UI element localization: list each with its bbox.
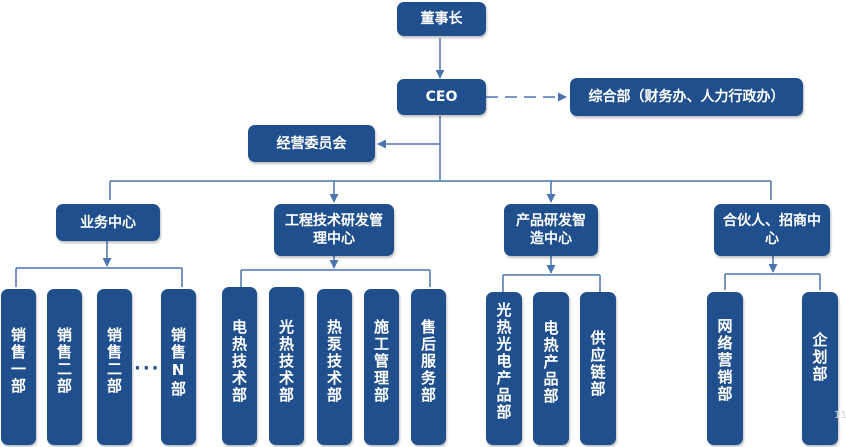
dept-after-sales: 售后服务部 — [411, 289, 446, 445]
engineering-center-box: 工程技术研发管理中心 — [274, 204, 394, 256]
dept-label: 销售二部 — [105, 327, 123, 395]
dept-label: 电热产品部 — [541, 320, 560, 405]
dept-electric-heat-product: 电热产品部 — [533, 292, 569, 445]
general-dept-box: 综合部（财务办、人力行政办） — [570, 78, 803, 116]
chairman-label: 董事长 — [420, 11, 463, 27]
chairman-box: 董事长 — [397, 2, 486, 36]
sales-center-label: 业务中心 — [80, 214, 136, 231]
dept-pv-heat-tech: 光热技术部 — [269, 287, 304, 445]
dept-sales-3: 销售二部 — [97, 289, 132, 445]
dept-label: 供应链部 — [588, 330, 607, 398]
ceo-label: CEO — [425, 89, 458, 105]
dept-supply-chain: 供应链部 — [580, 292, 616, 445]
dept-label: 光热技术部 — [277, 319, 295, 404]
dept-label: 热泵技术部 — [325, 319, 343, 404]
dept-label: 光热光电产品部 — [494, 302, 513, 421]
product-center-box: 产品研发智造中心 — [504, 204, 598, 256]
dept-label: 销售二部 — [55, 327, 73, 395]
dept-heat-pump-tech: 热泵技术部 — [317, 289, 352, 445]
dept-label: 网络营销部 — [715, 318, 734, 403]
dept-label: 企划部 — [810, 332, 829, 383]
dept-label: 销售一部 — [9, 327, 27, 395]
dept-pvt-product: 光热光电产品部 — [486, 292, 522, 445]
dept-sales-n: 销售N部 — [161, 289, 196, 445]
committee-label: 经营委员会 — [276, 135, 347, 152]
dept-electric-heat-tech: 电热技术部 — [222, 287, 257, 445]
dept-label: 电热技术部 — [230, 319, 248, 404]
dept-planning: 企划部 — [802, 292, 838, 445]
partner-center-box: 合伙人、招商中心 — [714, 204, 830, 256]
partner-center-label: 合伙人、招商中心 — [723, 213, 821, 247]
dept-label: 售后服务部 — [419, 319, 437, 404]
dept-network-sales: 网络营销部 — [707, 292, 743, 445]
sales-center-box: 业务中心 — [56, 204, 160, 241]
dept-sales-2: 销售二部 — [47, 289, 82, 445]
dept-label: 施工管理部 — [372, 319, 390, 404]
dept-label: 销售N部 — [169, 327, 187, 398]
page-number: 11 — [834, 410, 846, 421]
dept-sales-1: 销售一部 — [1, 289, 36, 445]
ceo-box: CEO — [397, 79, 486, 115]
dept-construction: 施工管理部 — [364, 289, 399, 445]
product-center-label: 产品研发智造中心 — [516, 213, 586, 247]
engineering-center-label: 工程技术研发管理中心 — [285, 213, 383, 247]
general-dept-label: 综合部（财务办、人力行政办） — [588, 89, 785, 105]
committee-box: 经营委员会 — [248, 125, 375, 162]
